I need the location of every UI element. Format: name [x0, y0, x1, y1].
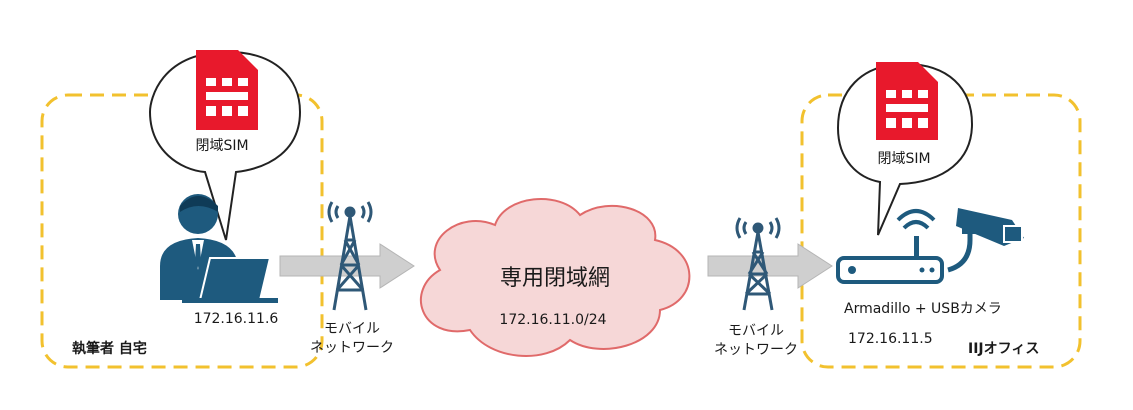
right-tower-label-line1: モバイル: [728, 323, 784, 339]
antenna-tower-icon: [735, 217, 781, 311]
sim-card-icon: [196, 50, 258, 130]
left-sim-bubble: [148, 50, 302, 241]
right-sim-bubble: [836, 62, 974, 236]
left-tower-label-line2: ネットワーク: [310, 340, 394, 356]
device-label: Armadillo + USBカメラ: [844, 301, 1002, 317]
person-at-laptop-icon: [160, 194, 278, 303]
left-sim-label: 閉域SIM: [195, 138, 249, 154]
cloud-icon: [420, 198, 691, 357]
sim-card-icon: [876, 62, 938, 140]
right-sim-label: 閉域SIM: [877, 151, 931, 167]
home-zone-label: 執筆者 自宅: [72, 341, 147, 357]
right-arrow: [707, 243, 833, 289]
right-tower-label-line2: ネットワーク: [714, 342, 798, 358]
home-ip-address: 172.16.11.6: [193, 311, 279, 327]
office-zone-label: IIJオフィス: [968, 341, 1040, 357]
office-ip-address: 172.16.11.5: [848, 331, 933, 347]
router-icon: [836, 209, 944, 284]
antenna-tower-icon: [327, 201, 373, 311]
security-camera-icon: [947, 208, 1024, 273]
left-tower-label-line1: モバイル: [324, 321, 380, 337]
cloud-subnet: 172.16.11.0/24: [499, 312, 607, 328]
cloud-title: 専用閉域網: [499, 266, 611, 291]
